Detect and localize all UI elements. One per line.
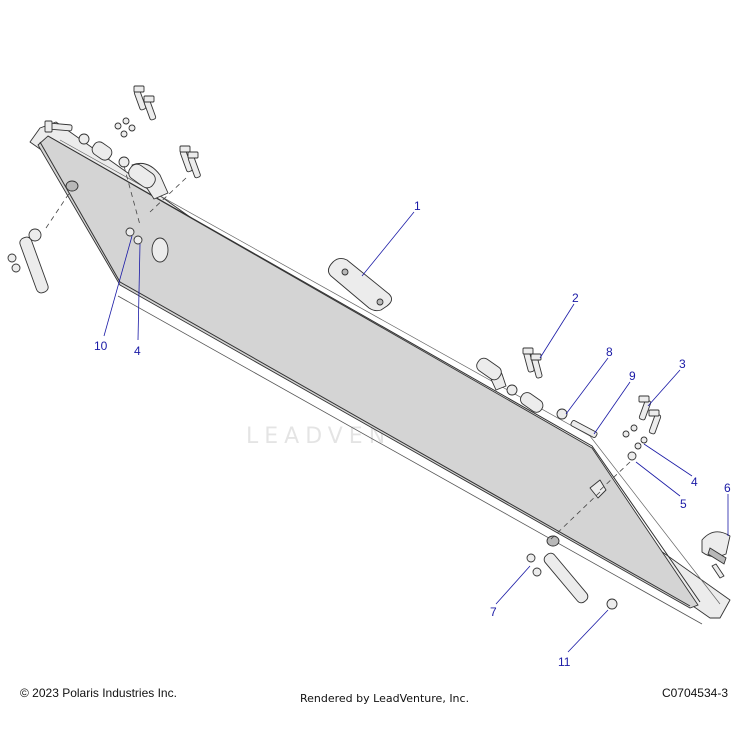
- nut-icon: [133, 235, 143, 245]
- assembly-guide-line: [123, 165, 141, 226]
- assembly-guide-line: [549, 491, 601, 541]
- hinge-barrel-icon: [476, 357, 502, 381]
- leader-line-7: [495, 565, 531, 605]
- callouts: 1 2 8 9 3 4 5 6 7 11 10 4: [94, 199, 731, 669]
- washer-icon: [556, 408, 568, 420]
- strut-end-icon: [28, 228, 42, 242]
- callout-11: 11: [558, 655, 571, 669]
- hinge-barrel-icon: [128, 163, 156, 189]
- leader-line-4-left: [137, 243, 141, 341]
- leader-line-8: [565, 357, 609, 415]
- panel-bottom-edge: [117, 295, 703, 625]
- nut-icon: [128, 124, 136, 132]
- nut-icon: [114, 122, 122, 130]
- drawing-id: C0704534-3: [661, 686, 728, 700]
- washer-icon: [506, 384, 518, 396]
- nut-icon: [630, 424, 638, 432]
- left-gas-strut: [19, 236, 49, 294]
- callout-5: 5: [680, 497, 687, 511]
- bushing-icon: [91, 141, 113, 161]
- nut-icon: [11, 263, 21, 273]
- panel-upper-rail: [47, 135, 701, 603]
- callout-4-left: 4: [134, 344, 141, 358]
- washer-icon: [118, 156, 130, 168]
- leader-line-3: [647, 369, 681, 407]
- bolt-icon: [648, 409, 662, 435]
- right-latch-boss: [589, 479, 607, 499]
- nut-icon: [7, 253, 17, 263]
- copyright-text: © 2023 Polaris Industries Inc.: [20, 686, 177, 700]
- leader-line-9: [593, 381, 631, 435]
- nut-icon: [122, 117, 130, 125]
- assembly-guide-line: [45, 191, 71, 229]
- leader-line-2: [539, 303, 575, 359]
- panel-surface: [37, 135, 699, 609]
- nut-icon: [120, 130, 128, 138]
- bolt-icon: [133, 85, 147, 111]
- bolt-icon: [143, 95, 157, 121]
- bushing-icon: [520, 392, 544, 413]
- pin-icon: [570, 420, 598, 438]
- callout-2: 2: [572, 291, 579, 305]
- right-gas-strut: [543, 552, 589, 604]
- strut-end-icon: [606, 598, 618, 610]
- bolt-icon: [44, 120, 73, 133]
- leader-line-11: [567, 609, 609, 653]
- callout-9: 9: [629, 369, 636, 383]
- part-1-handle: [328, 257, 392, 312]
- callout-6: 6: [724, 481, 731, 495]
- callout-1: 1: [414, 199, 421, 213]
- left-latch-boss: [151, 237, 169, 263]
- leader-line-10: [103, 235, 133, 337]
- washer-icon: [627, 451, 637, 461]
- main-panel: [29, 121, 731, 625]
- callout-4-right: 4: [691, 475, 698, 489]
- bolt-icon: [638, 395, 652, 421]
- callout-3: 3: [679, 357, 686, 371]
- washer-icon: [78, 133, 90, 145]
- assembly-guide-line: [597, 461, 631, 493]
- nut-icon: [640, 436, 648, 444]
- callout-7: 7: [490, 605, 497, 619]
- handle-hole-2: [376, 298, 384, 306]
- right-hardware: [476, 347, 731, 610]
- handle-hole-1: [341, 268, 349, 276]
- washer-icon: [125, 227, 135, 237]
- callout-10: 10: [94, 339, 108, 353]
- leader-line-4-right: [643, 443, 693, 477]
- leader-line-1: [361, 211, 415, 277]
- right-strut-mount: [546, 535, 560, 547]
- rendered-by-text: Rendered by LeadVenture, Inc.: [300, 692, 470, 705]
- part-6-latch: [701, 531, 731, 579]
- nut-icon: [634, 442, 642, 450]
- leader-line-5: [635, 461, 681, 497]
- bolt-icon: [530, 353, 543, 379]
- bolt-icon: [187, 151, 201, 179]
- left-strut-mount: [65, 180, 79, 192]
- callout-8: 8: [606, 345, 613, 359]
- nut-icon: [526, 553, 536, 563]
- nut-icon: [532, 567, 542, 577]
- bolt-icon: [179, 145, 193, 173]
- nut-icon: [622, 430, 630, 438]
- left-hardware: [7, 85, 201, 294]
- bolt-icon: [522, 347, 535, 373]
